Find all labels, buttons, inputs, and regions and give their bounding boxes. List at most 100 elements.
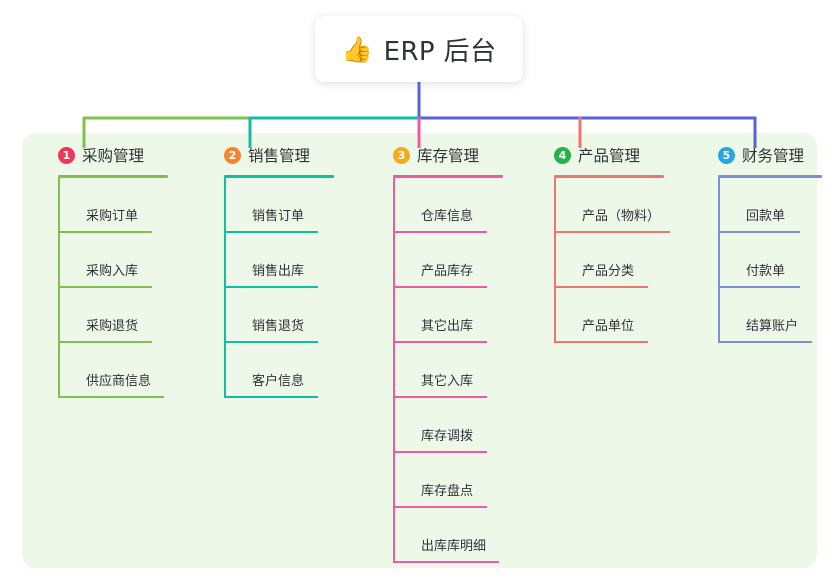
list-item[interactable]: 供应商信息 xyxy=(60,343,168,398)
branch-column-3: 3 库存管理 仓库信息 产品库存 其它出库 其它入库 库存调拨 xyxy=(375,144,503,563)
branch-column-1: 1 采购管理 采购订单 采购入库 采购退货 供应商信息 xyxy=(40,144,168,398)
leaf-rule xyxy=(720,286,800,288)
list-item[interactable]: 其它出库 xyxy=(395,288,503,343)
branch-header-rule-2 xyxy=(224,175,334,178)
list-item[interactable]: 库存调拨 xyxy=(395,398,503,453)
list-item[interactable]: 回款单 xyxy=(720,178,822,233)
branch-title-5: 财务管理 xyxy=(742,147,805,165)
leaf-label: 仓库信息 xyxy=(421,209,474,224)
leaf-rule xyxy=(395,396,487,398)
leaf-label: 结算账户 xyxy=(746,319,799,334)
branch-spine-1 xyxy=(58,178,60,398)
branch-header-rule-5 xyxy=(718,175,822,178)
branch-badge-5: 5 xyxy=(718,146,735,164)
leaf-label: 库存调拨 xyxy=(421,429,474,444)
branch-spine-3 xyxy=(393,178,395,563)
list-item[interactable]: 库存盘点 xyxy=(395,453,503,508)
branch-header-3[interactable]: 3 库存管理 xyxy=(375,144,503,166)
thumbs-up-icon: 👍 xyxy=(341,34,373,64)
list-item[interactable]: 产品单位 xyxy=(556,288,664,343)
branch-title-3: 库存管理 xyxy=(417,147,480,165)
branch-badge-4: 4 xyxy=(554,146,571,164)
list-item[interactable]: 采购入库 xyxy=(60,233,168,288)
branch-header-5[interactable]: 5 财务管理 xyxy=(700,144,822,166)
branch-items-5: 回款单 付款单 结算账户 xyxy=(718,178,822,343)
leaf-label: 销售出库 xyxy=(252,264,305,279)
list-item[interactable]: 付款单 xyxy=(720,233,822,288)
branch-header-2[interactable]: 2 销售管理 xyxy=(206,144,334,166)
branch-items-4: 产品（物料） 产品分类 产品单位 xyxy=(554,178,670,343)
leaf-rule xyxy=(226,286,318,288)
leaf-label: 销售订单 xyxy=(252,209,305,224)
list-item[interactable]: 仓库信息 xyxy=(395,178,503,233)
list-item[interactable]: 销售订单 xyxy=(226,178,334,233)
list-item[interactable]: 其它入库 xyxy=(395,343,503,398)
branch-items-2: 销售订单 销售出库 销售退货 客户信息 xyxy=(224,178,334,398)
leaf-label: 销售退货 xyxy=(252,319,305,334)
leaf-label: 客户信息 xyxy=(252,374,305,389)
list-item[interactable]: 销售出库 xyxy=(226,233,334,288)
leaf-rule xyxy=(720,341,812,343)
branch-header-rule-4 xyxy=(554,175,664,178)
branch-header-4[interactable]: 4 产品管理 xyxy=(536,144,664,166)
branch-items-3: 仓库信息 产品库存 其它出库 其它入库 库存调拨 库存盘点 xyxy=(393,178,503,563)
list-item[interactable]: 产品（物料） xyxy=(556,178,670,233)
list-item[interactable]: 客户信息 xyxy=(226,343,334,398)
leaf-label: 采购退货 xyxy=(86,319,139,334)
branch-title-2: 销售管理 xyxy=(248,147,311,165)
branch-badge-1: 1 xyxy=(58,146,75,164)
branch-items-1: 采购订单 采购入库 采购退货 供应商信息 xyxy=(58,178,168,398)
list-item[interactable]: 采购退货 xyxy=(60,288,168,343)
leaf-rule xyxy=(60,286,152,288)
list-item[interactable]: 出库库明细 xyxy=(395,508,503,563)
branch-title-1: 采购管理 xyxy=(82,147,145,165)
branch-header-rule-3 xyxy=(393,175,503,178)
leaf-label: 采购入库 xyxy=(86,264,139,279)
leaf-rule xyxy=(226,231,318,233)
list-item[interactable]: 产品分类 xyxy=(556,233,664,288)
leaf-label: 库存盘点 xyxy=(421,484,474,499)
leaf-rule xyxy=(226,396,318,398)
leaf-rule xyxy=(720,231,800,233)
leaf-rule xyxy=(395,286,487,288)
leaf-label: 采购订单 xyxy=(86,209,139,224)
leaf-label: 产品单位 xyxy=(582,319,635,334)
leaf-label: 其它入库 xyxy=(421,374,474,389)
leaf-rule xyxy=(60,396,164,398)
leaf-label: 产品分类 xyxy=(582,264,635,279)
leaf-rule xyxy=(60,231,152,233)
leaf-rule xyxy=(395,341,487,343)
leaf-label: 出库库明细 xyxy=(421,539,487,554)
branch-title-4: 产品管理 xyxy=(578,147,641,165)
list-item[interactable]: 结算账户 xyxy=(720,288,822,343)
branch-panel xyxy=(22,133,817,568)
branch-spine-4 xyxy=(554,178,556,343)
branch-column-5: 5 财务管理 回款单 付款单 结算账户 xyxy=(700,144,822,343)
leaf-rule xyxy=(395,506,487,508)
leaf-label: 产品库存 xyxy=(421,264,474,279)
leaf-label: 产品（物料） xyxy=(582,209,661,224)
leaf-rule xyxy=(556,341,648,343)
leaf-label: 其它出库 xyxy=(421,319,474,334)
branch-column-2: 2 销售管理 销售订单 销售出库 销售退货 客户信息 xyxy=(206,144,334,398)
branch-badge-2: 2 xyxy=(224,146,241,164)
root-node[interactable]: 👍 ERP 后台 xyxy=(315,16,523,82)
leaf-label: 回款单 xyxy=(746,209,786,224)
list-item[interactable]: 采购订单 xyxy=(60,178,168,233)
branch-badge-3: 3 xyxy=(393,146,410,164)
leaf-rule xyxy=(60,341,152,343)
branch-spine-2 xyxy=(224,178,226,398)
leaf-rule xyxy=(395,561,499,563)
leaf-label: 供应商信息 xyxy=(86,374,152,389)
leaf-rule xyxy=(556,286,648,288)
leaf-label: 付款单 xyxy=(746,264,786,279)
branch-header-1[interactable]: 1 采购管理 xyxy=(40,144,168,166)
branch-spine-5 xyxy=(718,178,720,343)
list-item[interactable]: 销售退货 xyxy=(226,288,334,343)
list-item[interactable]: 产品库存 xyxy=(395,233,503,288)
leaf-rule xyxy=(556,231,670,233)
leaf-rule xyxy=(226,341,318,343)
branch-column-4: 4 产品管理 产品（物料） 产品分类 产品单位 xyxy=(536,144,670,343)
leaf-rule xyxy=(395,231,487,233)
